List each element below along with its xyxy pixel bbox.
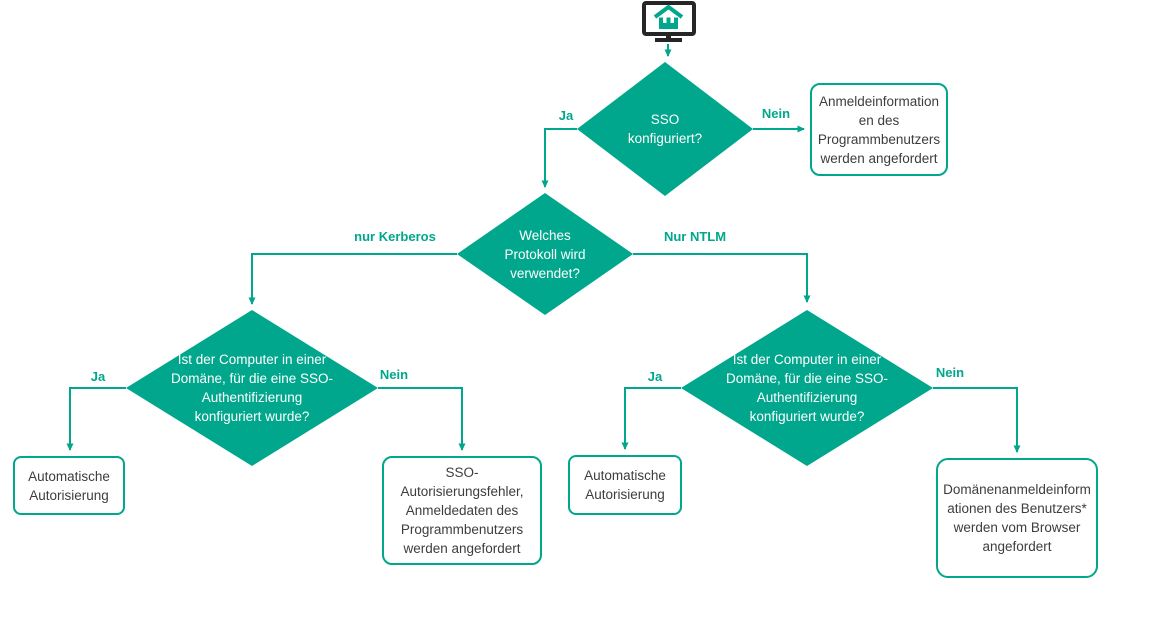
result-line: Anmeldedaten des bbox=[405, 503, 519, 518]
result-line: en des bbox=[858, 112, 900, 128]
result-line: Automatische bbox=[28, 468, 110, 484]
result-line: Programmbenutzers bbox=[400, 522, 524, 537]
decision-line: konfiguriert wurde? bbox=[749, 409, 865, 424]
result-line: SSO- bbox=[445, 465, 479, 480]
result-line: Domänenanmeldeinform bbox=[943, 482, 1091, 497]
decision-line: Domäne, für die eine SSO- bbox=[170, 371, 334, 386]
computer-home-icon bbox=[642, 1, 696, 42]
edge-label-ja-1: Ja bbox=[558, 108, 574, 123]
decision-which-protocol bbox=[457, 193, 633, 315]
decision-domain-sso-left bbox=[126, 310, 378, 466]
edge-d2-ntlm-to-d4 bbox=[633, 253, 811, 303]
edge-label-nur-ntlm: Nur NTLM bbox=[663, 229, 727, 244]
result-line: werden angefordert bbox=[403, 541, 521, 556]
result-line: Autorisierung bbox=[585, 487, 665, 502]
decision-domain-sso-right-label: Ist der Computer in einer Domäne, für di… bbox=[681, 310, 933, 466]
result-box-auto-authorization-left: Automatische Autorisierung bbox=[13, 456, 125, 515]
edge-label-nur-kerberos: nur Kerberos bbox=[354, 229, 436, 244]
result-line: ationen des Benutzers* bbox=[947, 501, 1087, 516]
decision-line: Authentifizierung bbox=[756, 390, 858, 405]
edge-d1-ja-to-d2 bbox=[541, 128, 577, 188]
edge-label-ja-2: Ja bbox=[90, 369, 106, 384]
decision-line: Welches bbox=[519, 227, 571, 243]
edge-label-nein-1: Nein bbox=[761, 106, 791, 121]
decision-line: verwendet? bbox=[510, 265, 580, 281]
edge-d3-nein-to-b3 bbox=[378, 387, 466, 451]
edge-label-nein-3: Nein bbox=[935, 365, 965, 380]
decision-line: konfiguriert? bbox=[627, 131, 703, 146]
decision-sso-configured-label: SSO konfiguriert? bbox=[577, 62, 753, 196]
decision-line: Ist der Computer in einer bbox=[732, 352, 882, 367]
decision-line: Protokoll wird bbox=[504, 246, 586, 262]
decision-line: Ist der Computer in einer bbox=[177, 352, 327, 367]
decision-domain-sso-left-label: Ist der Computer in einer Domäne, für di… bbox=[126, 310, 378, 466]
result-line: werden angefordert bbox=[820, 150, 938, 166]
result-line: Automatische bbox=[584, 468, 666, 483]
result-line: Anmeldeinformation bbox=[818, 93, 940, 109]
decision-line: Authentifizierung bbox=[201, 390, 303, 405]
decision-line: SSO bbox=[650, 112, 680, 127]
edge-label-nein-2: Nein bbox=[379, 367, 409, 382]
result-line: werden vom Browser bbox=[953, 520, 1081, 535]
result-box-sso-authorization-error: SSO- Autorisierungsfehler, Anmeldedaten … bbox=[382, 456, 542, 565]
result-line: Autorisierungsfehler, bbox=[400, 484, 524, 499]
result-line: Autorisierung bbox=[29, 487, 109, 503]
result-box-domain-credentials-browser: Domänenanmeldeinform ationen des Benutze… bbox=[936, 458, 1098, 578]
result-line: Programmbenutzers bbox=[817, 131, 941, 147]
edge-label-ja-3: Ja bbox=[647, 369, 663, 384]
result-box-program-user-credentials: Anmeldeinformation en des Programmbenutz… bbox=[810, 83, 948, 176]
result-line: angefordert bbox=[982, 539, 1052, 554]
result-box-auto-authorization-right: Automatische Autorisierung bbox=[568, 455, 682, 515]
edge-d4-ja-to-b4 bbox=[621, 387, 681, 450]
edge-d4-nein-to-b5 bbox=[933, 387, 1021, 453]
edge-d2-kerberos-to-d3 bbox=[248, 253, 457, 305]
edge-d3-ja-to-b2 bbox=[66, 387, 126, 451]
decision-which-protocol-label: Welches Protokoll wird verwendet? bbox=[457, 193, 633, 315]
decision-domain-sso-right bbox=[681, 310, 933, 466]
decision-line: Domäne, für die eine SSO- bbox=[725, 371, 889, 386]
decision-line: konfiguriert wurde? bbox=[194, 409, 310, 424]
decision-sso-configured bbox=[577, 62, 753, 196]
